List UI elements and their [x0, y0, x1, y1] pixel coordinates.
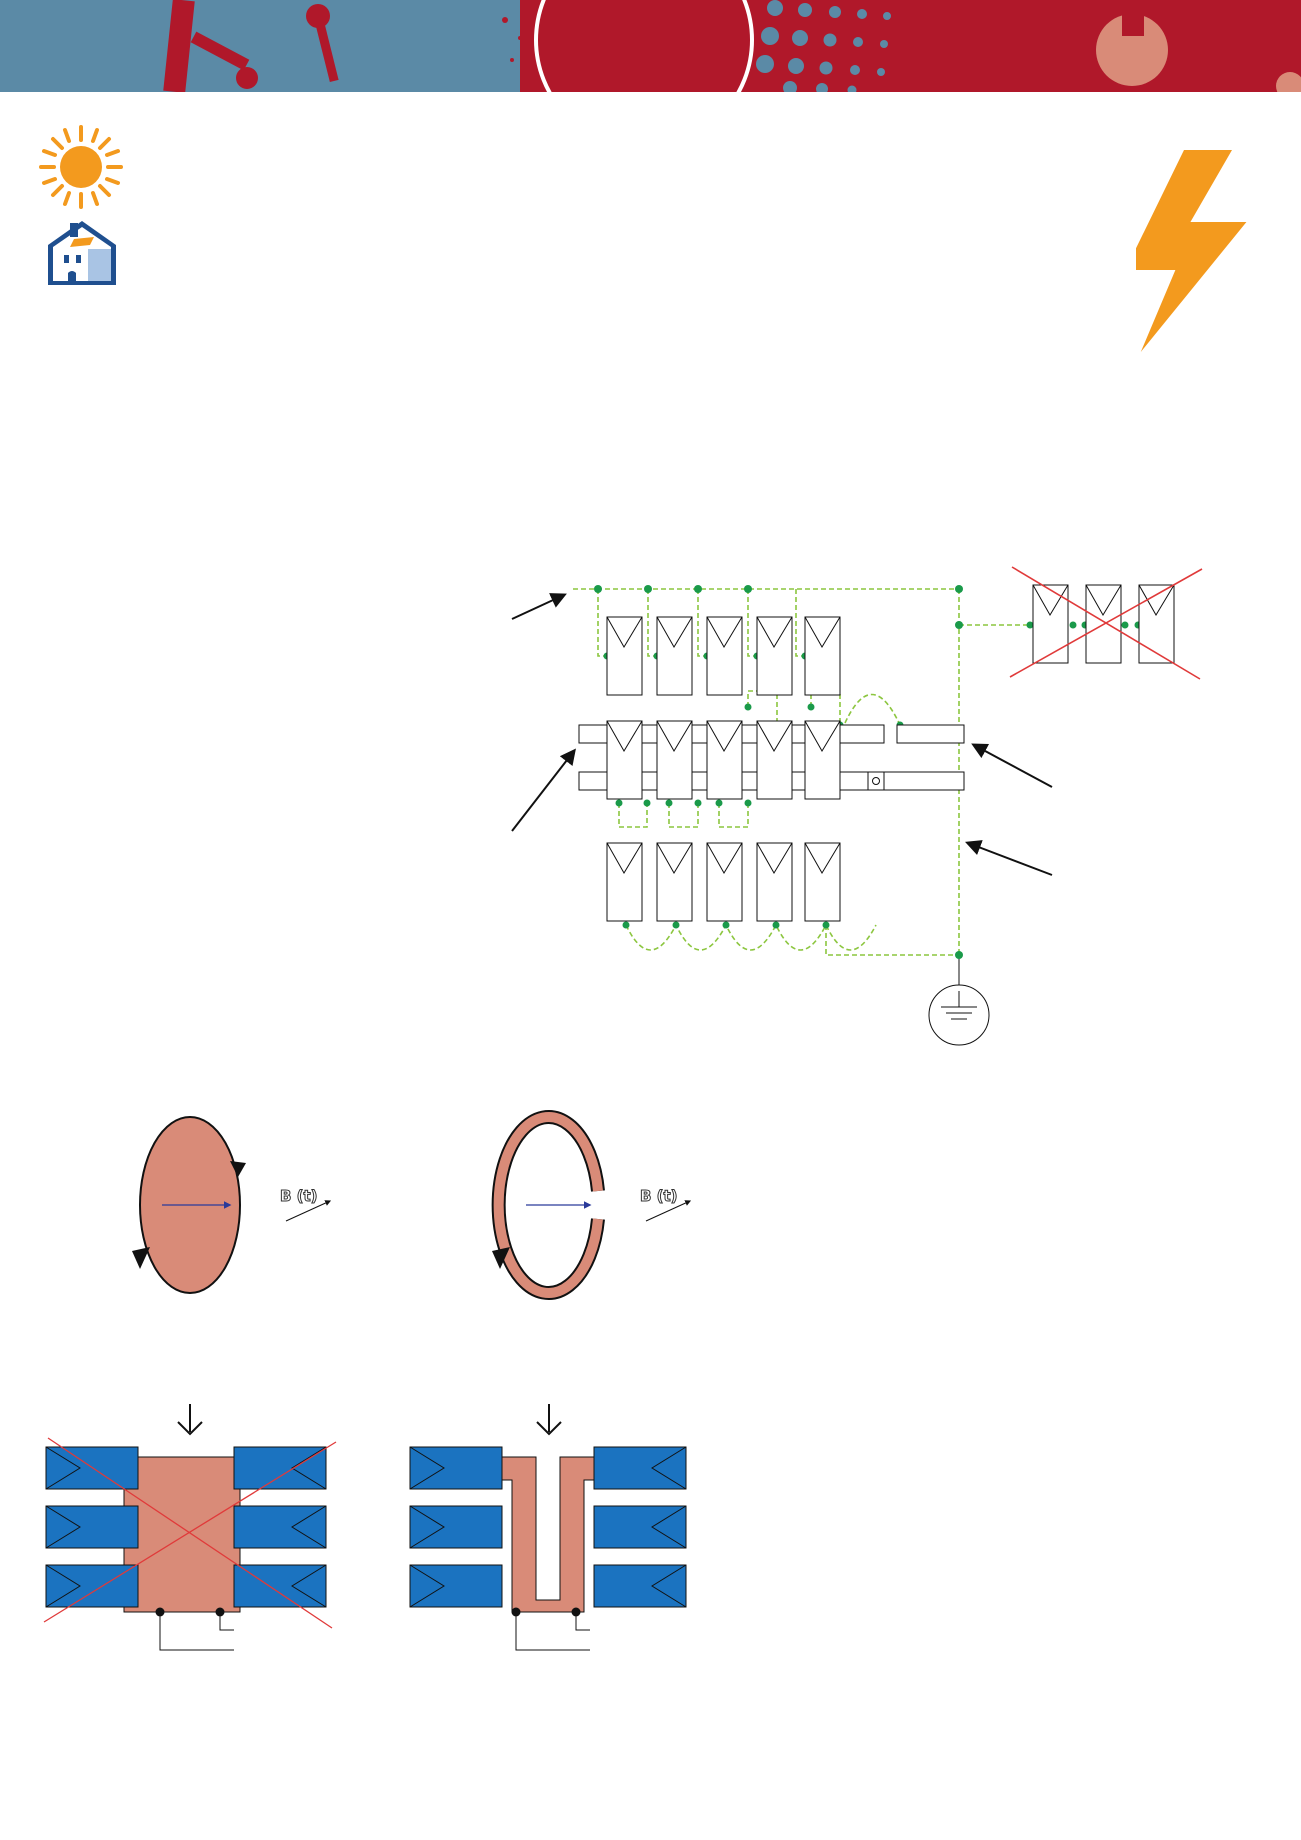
pv-modules: [606, 616, 841, 922]
arrow-down-icon: [177, 1404, 203, 1436]
pointer-arrows: [511, 593, 1053, 876]
closed-loop-drawing: [132, 1116, 332, 1294]
sun-icon: [39, 125, 123, 209]
module-markings: [45, 1446, 327, 1608]
connection-leads: [159, 1612, 234, 1651]
correct-wiring-layout: [409, 1404, 687, 1651]
terminal-node: [511, 1607, 521, 1617]
module-markings: [409, 1446, 687, 1608]
cross-mark: [43, 1437, 337, 1629]
current-arrow-icon: [132, 1247, 150, 1269]
loop-area: [485, 1456, 611, 1613]
tools-illustration: [163, 0, 339, 92]
earth-ground-icon: [928, 984, 990, 1046]
lightning-bolt-icon: [1136, 150, 1247, 352]
house-icon: [48, 221, 116, 285]
banner-red-circle: [534, 0, 754, 92]
closed-loop-figure: B (t): [120, 1105, 350, 1305]
banner-dot-pattern: [756, 0, 891, 92]
pv-module-markings: [606, 616, 841, 874]
current-arrow-icon: [492, 1247, 510, 1269]
wrench-illustration: [1096, 0, 1301, 92]
open-loop-figure: B (t): [480, 1105, 710, 1305]
loop-area: [123, 1456, 241, 1613]
solar-modules: [409, 1446, 687, 1608]
connection-leads: [515, 1612, 590, 1651]
terminal-node: [155, 1607, 165, 1617]
magnetic-field-label: B (t): [280, 1187, 319, 1206]
arrow-down-icon: [536, 1404, 562, 1436]
magnetic-field-label: B (t): [640, 1187, 679, 1206]
cross-mark: [1009, 566, 1203, 680]
pv-array-grounding-diagram: [511, 566, 1203, 1046]
incorrect-array: [1009, 566, 1203, 680]
open-loop-drawing: [491, 1110, 692, 1300]
ground-wire: [573, 588, 1030, 956]
terminal-node: [571, 1607, 581, 1617]
terminal-node: [215, 1607, 225, 1617]
current-arrow-icon: [230, 1161, 246, 1177]
header-banner: [0, 0, 1301, 92]
incorrect-wiring-layout: [43, 1404, 337, 1651]
